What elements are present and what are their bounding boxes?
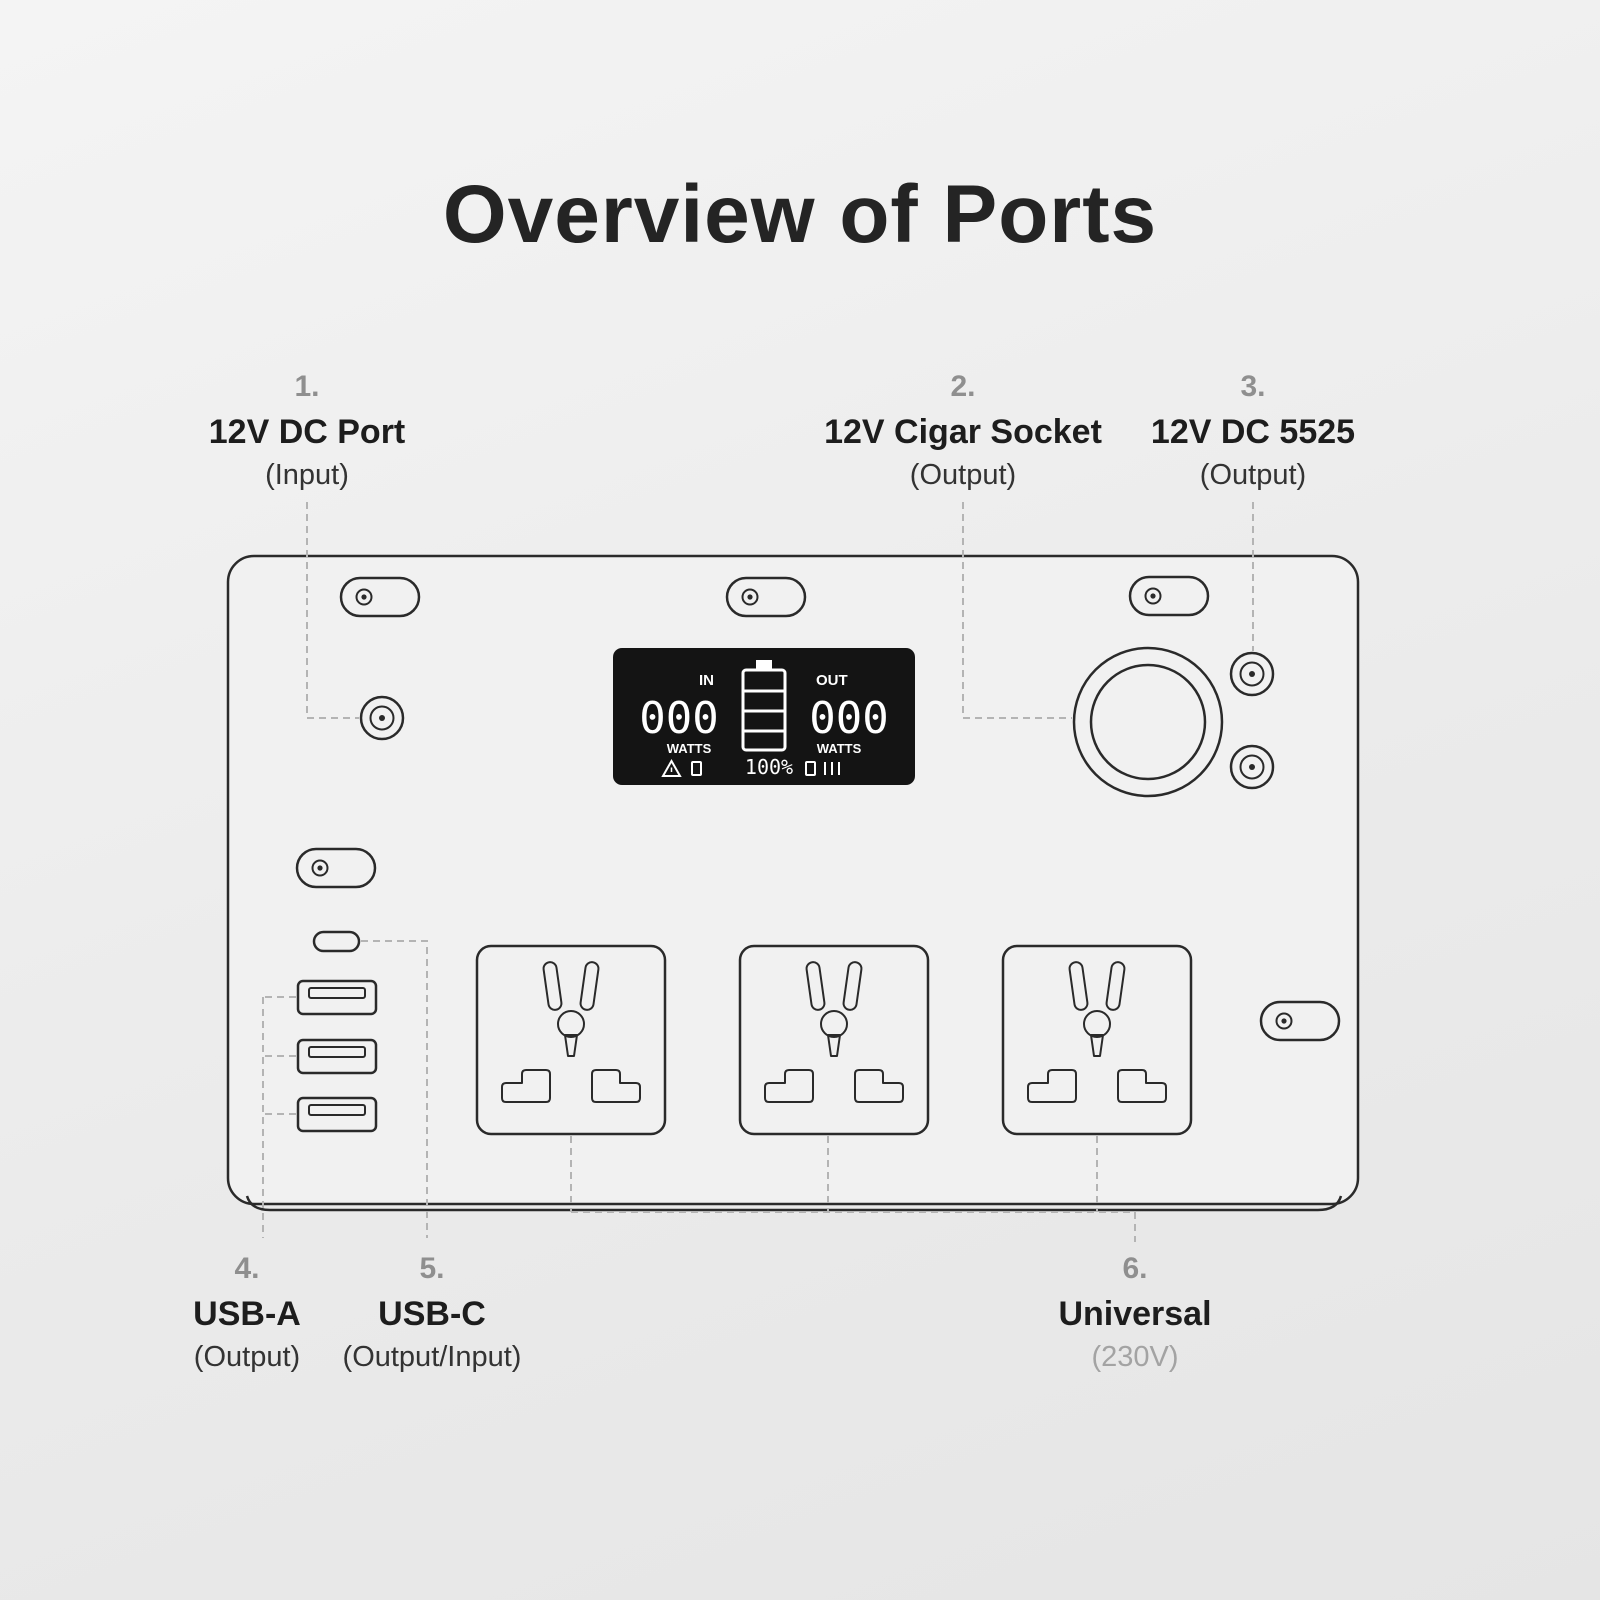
label-universal: 6. Universal (230V) <box>1058 1252 1211 1374</box>
label-12v-dc-5525: 3. 12V DC 5525 (Output) <box>1151 370 1355 492</box>
temperature-icon <box>824 762 840 775</box>
label-number: 5. <box>419 1252 445 1285</box>
label-name: 12V DC 5525 <box>1150 413 1356 451</box>
label-name: 12V Cigar Socket <box>824 413 1102 451</box>
label-sub: (Output) <box>193 1341 301 1373</box>
lcd-in-label: IN <box>699 672 714 689</box>
label-12v-cigar-socket: 2. 12V Cigar Socket (Output) <box>824 370 1102 492</box>
lcd-battery-percent: 100% <box>745 755 793 779</box>
label-sub: (Output) <box>1199 459 1307 491</box>
battery-icon <box>741 660 787 752</box>
label-name: USB-C <box>378 1295 486 1333</box>
lcd-out-value: 000 <box>809 693 888 744</box>
lcd-in-value: 000 <box>639 693 718 744</box>
lcd-status-icons <box>661 758 840 777</box>
label-sub: (Output/Input) <box>342 1341 522 1373</box>
connector-cigar-socket <box>962 502 1072 719</box>
label-number: 4. <box>234 1252 260 1285</box>
label-number: 1. <box>294 370 320 403</box>
lcd-background <box>613 648 915 785</box>
label-name: 12V DC Port <box>208 413 406 451</box>
lcd-out-label: OUT <box>816 672 848 689</box>
device-panel <box>226 554 1360 1206</box>
label-12v-dc-port: 1. 12V DC Port (Input) <box>209 370 406 492</box>
label-name: USB-A <box>193 1295 301 1333</box>
cigar-socket-port <box>1072 646 1224 798</box>
label-name: Universal <box>1058 1295 1212 1333</box>
label-sub: (230V) <box>1091 1341 1179 1373</box>
warning-icon <box>661 758 682 777</box>
label-sub: (Input) <box>265 459 349 491</box>
label-number: 3. <box>1240 370 1266 403</box>
label-usb-c: 5. USB-C (Output/Input) <box>343 1252 522 1374</box>
page-title: Overview of Ports <box>442 169 1158 260</box>
lcd-out-unit: WATTS <box>817 741 862 756</box>
device-panel-bottom-edge <box>245 1195 1343 1212</box>
battery-status-icon <box>805 761 816 776</box>
connector-usb-c <box>361 940 428 1238</box>
charging-icon <box>691 761 702 776</box>
usb-c-port <box>312 930 361 953</box>
label-number: 6. <box>1122 1252 1148 1285</box>
lcd-display: IN 000 WATTS OUT 000 WATTS 100% <box>613 648 915 785</box>
lcd-in-unit: WATTS <box>667 741 712 756</box>
connector-usb-a <box>262 996 296 1238</box>
connector-universal <box>570 1136 1136 1242</box>
connector-dc-port <box>306 502 359 719</box>
label-sub: (Output) <box>909 459 1017 491</box>
label-number: 2. <box>950 370 976 403</box>
label-usb-a: 4. USB-A (Output) <box>193 1252 301 1374</box>
